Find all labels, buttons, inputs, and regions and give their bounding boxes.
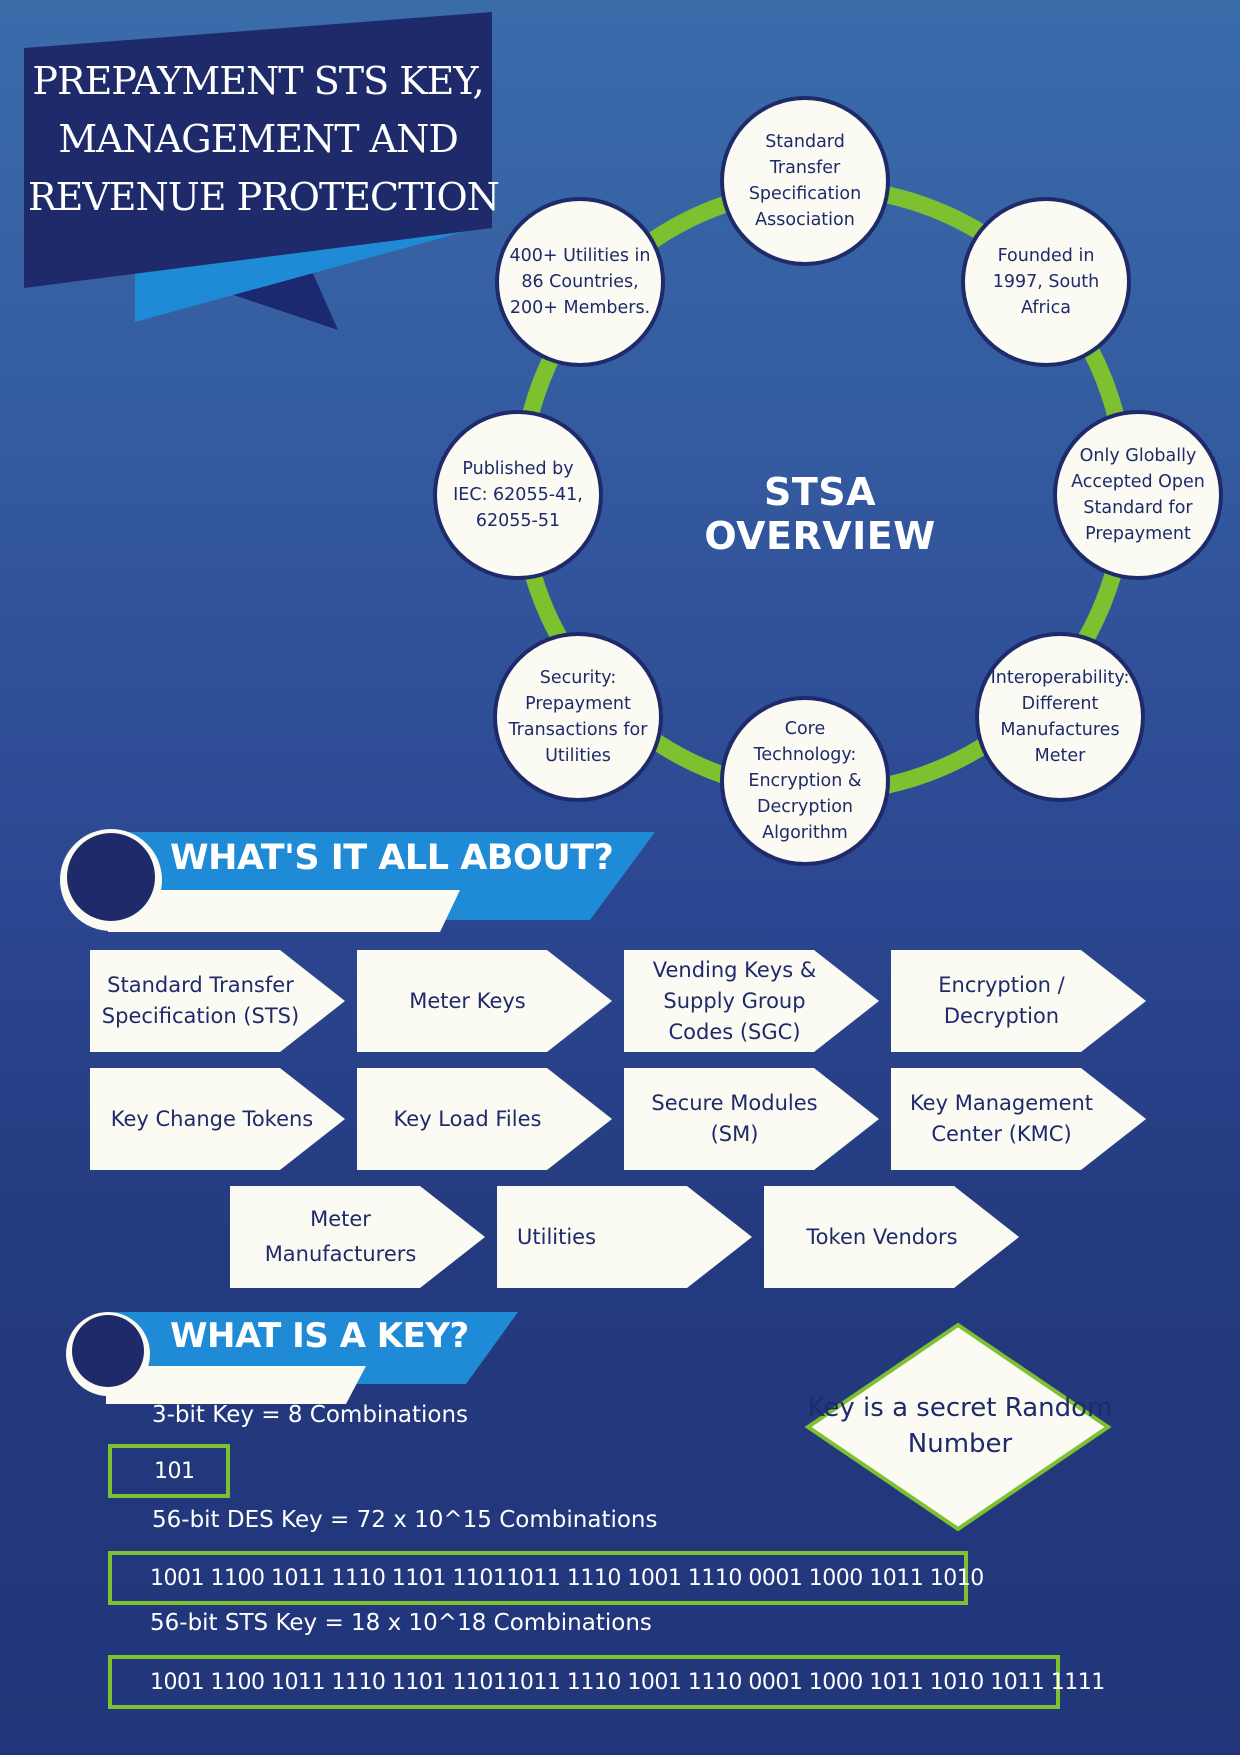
about-section-title: WHAT'S IT ALL ABOUT? bbox=[170, 838, 614, 878]
about-tag: Meter Manufacturers bbox=[230, 1186, 485, 1288]
overview-node-core-technology: Core Technology: Encryption & Decryption… bbox=[720, 696, 890, 866]
key-section-title: WHAT IS A KEY? bbox=[170, 1316, 469, 1356]
about-tag-label: Key Change Tokens bbox=[110, 1106, 314, 1131]
about-tag-label: Meter Keys bbox=[409, 988, 526, 1013]
about-tag-label: Encryption / Decryption bbox=[938, 973, 1065, 1028]
about-tag-label: Key Management Center (KMC) bbox=[909, 1091, 1094, 1146]
key-box-3bit: 101 bbox=[108, 1444, 230, 1498]
about-tag: Key Change Tokens bbox=[90, 1068, 345, 1170]
about-tag-label: Secure Modules (SM) bbox=[651, 1091, 818, 1146]
title-line-1: PREPAYMENT STS KEY, bbox=[32, 59, 484, 103]
about-section-header: WHAT'S IT ALL ABOUT? bbox=[60, 820, 660, 935]
title-line-2: MANAGEMENT AND bbox=[58, 117, 459, 161]
key-line-des: 56-bit DES Key = 72 x 10^15 Combinations bbox=[152, 1507, 658, 1533]
overview-title: STSA OVERVIEW bbox=[704, 470, 936, 558]
about-tag-label: Standard Transfer Specification (STS) bbox=[101, 973, 300, 1028]
about-tag: Token Vendors bbox=[764, 1186, 1019, 1288]
page-title: PREPAYMENT STS KEY, MANAGEMENT AND REVEN… bbox=[28, 52, 500, 226]
key-definition-text: Key is a secret Random Number bbox=[807, 1393, 1113, 1459]
about-tag: Encryption / Decryption bbox=[891, 950, 1146, 1052]
about-tag-label: Utilities bbox=[517, 1224, 597, 1249]
key-box-sts: 1001 1100 1011 1110 1101 11011011 1110 1… bbox=[108, 1655, 1105, 1709]
about-tag-label: Key Load Files bbox=[393, 1106, 542, 1131]
title-line-3: REVENUE PROTECTION bbox=[28, 175, 500, 219]
key-box-des: 1001 1100 1011 1110 1101 11011011 1110 1… bbox=[108, 1551, 984, 1605]
title-banner bbox=[24, 12, 492, 330]
overview-node-open-standard: Only Globally Accepted Open Standard for… bbox=[1053, 410, 1223, 580]
about-tag: Standard Transfer Specification (STS) bbox=[90, 950, 345, 1052]
key-line-3bit: 3-bit Key = 8 Combinations bbox=[152, 1402, 469, 1428]
about-tag-label: Token Vendors bbox=[806, 1224, 958, 1249]
overview-node-utilities: 400+ Utilities in 86 Countries, 200+ Mem… bbox=[495, 197, 665, 367]
about-tag: Vending Keys & Supply Group Codes (SGC) bbox=[624, 950, 879, 1052]
about-tag-label: Vending Keys & Supply Group Codes (SGC) bbox=[652, 957, 817, 1044]
overview-node-published: Published by IEC: 62055-41, 62055-51 bbox=[433, 410, 603, 580]
key-definition-diamond bbox=[804, 1322, 1112, 1532]
overview-node-interoperability: Interoperability: Different Manufactures… bbox=[975, 632, 1145, 802]
overview-node-stsa: Standard Transfer Specification Associat… bbox=[720, 96, 890, 266]
key-line-sts: 56-bit STS Key = 18 x 10^18 Combinations bbox=[150, 1610, 652, 1636]
about-tag: Key Management Center (KMC) bbox=[891, 1068, 1146, 1170]
overview-node-founded: Founded in 1997, South Africa bbox=[961, 197, 1131, 367]
about-tag-label: Meter Manufacturers bbox=[264, 1207, 417, 1266]
about-tag: Secure Modules (SM) bbox=[624, 1068, 879, 1170]
key-section-header: WHAT IS A KEY? bbox=[66, 1308, 526, 1408]
overview-node-security: Security: Prepayment Transactions for Ut… bbox=[493, 632, 663, 802]
about-tag: Meter Keys bbox=[357, 950, 612, 1052]
about-tag: Utilities bbox=[497, 1186, 752, 1288]
about-tag: Key Load Files bbox=[357, 1068, 612, 1170]
